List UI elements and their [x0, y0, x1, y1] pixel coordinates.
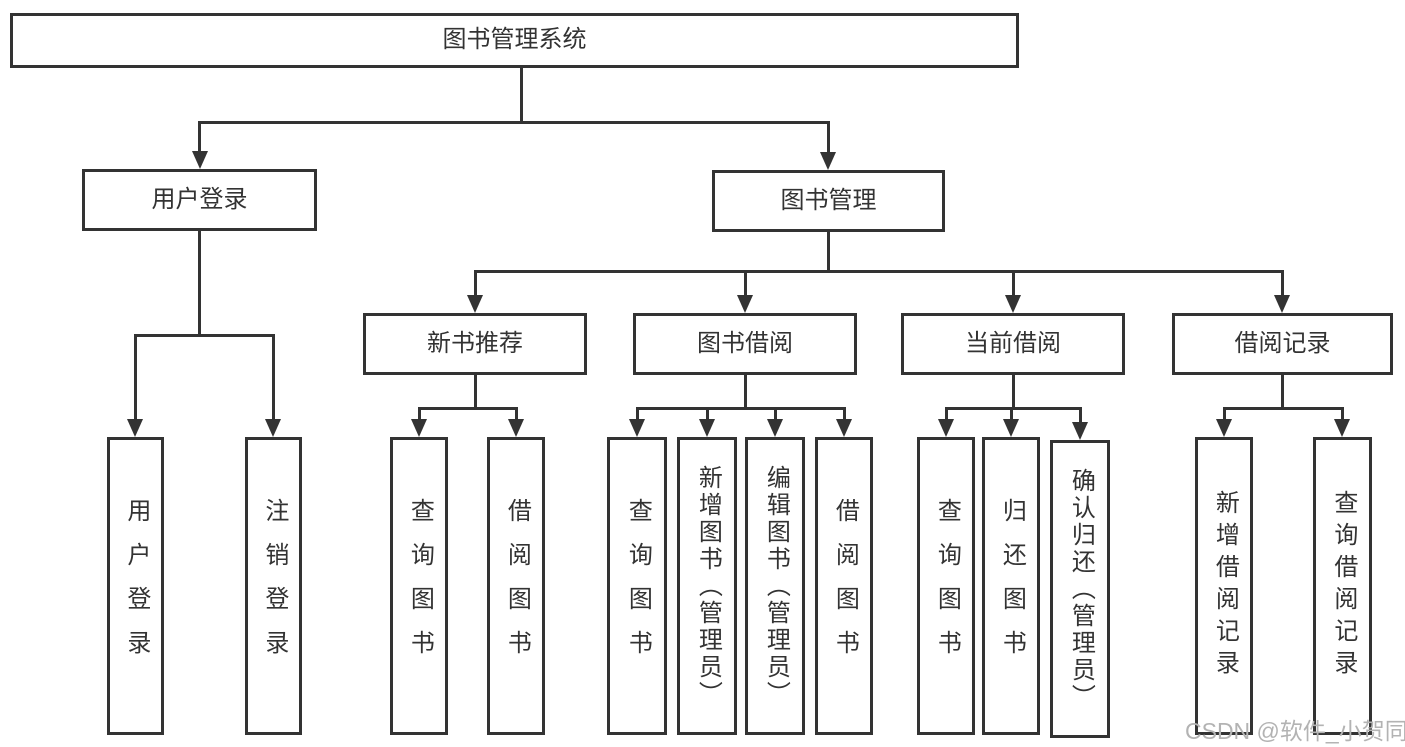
connector-line — [706, 407, 709, 419]
node-book-borrow: 图书借阅 — [633, 313, 857, 375]
arrow-down-icon — [265, 419, 281, 437]
leaf-login-logout: 注销登录 — [245, 437, 302, 735]
leaf-label: 借阅图书 — [831, 498, 859, 674]
leaf-label: 查询图书 — [624, 498, 652, 674]
connector-line — [134, 334, 137, 419]
connector-line — [827, 121, 830, 153]
connector-line — [1012, 375, 1015, 407]
leaf-borrow-add-admin: 新增图书（管理员） — [677, 437, 737, 735]
connector-line — [945, 407, 948, 419]
connector-line — [945, 407, 1082, 410]
connector-line — [134, 334, 275, 337]
arrow-down-icon — [938, 419, 954, 437]
leaf-label: 注销登录 — [260, 498, 288, 674]
arrow-down-icon — [1274, 295, 1290, 313]
arrow-down-icon — [629, 419, 645, 437]
node-user-login: 用户登录 — [82, 169, 317, 231]
csdn-watermark: CSDN @软件_小贺同学 — [1185, 718, 1405, 744]
connector-line — [474, 375, 477, 407]
leaf-borrow-borrow: 借阅图书 — [815, 437, 873, 735]
connector-line — [1223, 407, 1344, 410]
connector-line — [198, 121, 830, 124]
leaf-label: 查询图书 — [406, 498, 434, 674]
leaf-label: 查询借阅记录 — [1329, 490, 1357, 682]
connector-line — [636, 407, 846, 410]
connector-line — [1012, 270, 1015, 295]
arrow-down-icon — [192, 151, 208, 169]
node-root-label: 图书管理系统 — [442, 26, 587, 54]
arrow-down-icon — [411, 419, 427, 437]
leaf-label: 归还图书 — [998, 498, 1026, 674]
connector-line — [418, 407, 421, 419]
connector-line — [1281, 270, 1284, 295]
connector-line — [198, 121, 201, 152]
connector-line — [636, 407, 639, 419]
connector-line — [744, 375, 747, 407]
leaf-login-user: 用户登录 — [107, 437, 164, 735]
leaf-current-confirm-admin: 确认归还（管理员） — [1050, 440, 1110, 738]
arrow-down-icon — [127, 419, 143, 437]
leaf-label: 编辑图书（管理员） — [762, 464, 790, 708]
arrow-down-icon — [467, 295, 483, 313]
connector-line — [418, 407, 518, 410]
connector-line — [1281, 375, 1284, 407]
node-new-book-recommend: 新书推荐 — [363, 313, 587, 375]
arrow-down-icon — [836, 419, 852, 437]
connector-line — [1079, 407, 1082, 422]
arrow-down-icon — [1216, 419, 1232, 437]
node-label: 借阅记录 — [1234, 329, 1331, 357]
node-label: 图书借阅 — [697, 329, 793, 357]
leaf-label: 新增图书（管理员） — [694, 464, 722, 708]
arrow-down-icon — [699, 419, 715, 437]
connector-line — [474, 270, 477, 295]
arrow-down-icon — [1334, 419, 1350, 437]
leaf-borrow-edit-admin: 编辑图书（管理员） — [745, 437, 805, 735]
leaf-label: 查询图书 — [933, 498, 961, 674]
leaf-records-query: 查询借阅记录 — [1313, 437, 1372, 735]
connector-line — [1010, 407, 1013, 419]
node-book-management: 图书管理 — [712, 170, 945, 232]
connector-line — [843, 407, 846, 419]
leaf-label: 借阅图书 — [503, 498, 531, 674]
connector-line — [774, 407, 777, 419]
leaf-label: 新增借阅记录 — [1211, 490, 1239, 682]
connector-line — [272, 334, 275, 419]
arrow-down-icon — [1005, 295, 1021, 313]
connector-line — [827, 232, 830, 270]
leaf-recommend-borrow: 借阅图书 — [487, 437, 545, 735]
arrow-down-icon — [737, 295, 753, 313]
connector-line — [520, 67, 523, 121]
node-label: 当前借阅 — [965, 329, 1061, 357]
leaf-recommend-query: 查询图书 — [390, 437, 448, 735]
connector-line — [474, 270, 1284, 273]
arrow-down-icon — [767, 419, 783, 437]
leaf-label: 确认归还（管理员） — [1067, 467, 1095, 711]
node-label: 新书推荐 — [427, 329, 523, 357]
connector-line — [744, 270, 747, 295]
connector-line — [1341, 407, 1344, 419]
leaf-records-add: 新增借阅记录 — [1195, 437, 1253, 735]
arrow-down-icon — [1003, 419, 1019, 437]
node-current-borrow: 当前借阅 — [901, 313, 1125, 375]
leaf-label: 用户登录 — [122, 498, 150, 674]
arrow-down-icon — [1072, 422, 1088, 440]
node-user-login-label: 用户登录 — [151, 185, 248, 213]
node-borrow-records: 借阅记录 — [1172, 313, 1393, 375]
arrow-down-icon — [820, 152, 836, 170]
connector-line — [515, 407, 518, 419]
leaf-current-query: 查询图书 — [917, 437, 975, 735]
node-book-management-label: 图书管理 — [780, 186, 877, 214]
node-root: 图书管理系统 — [10, 13, 1019, 68]
arrow-down-icon — [508, 419, 524, 437]
leaf-borrow-query: 查询图书 — [607, 437, 667, 735]
connector-line — [198, 231, 201, 334]
connector-line — [1223, 407, 1226, 419]
leaf-current-return: 归还图书 — [982, 437, 1040, 735]
